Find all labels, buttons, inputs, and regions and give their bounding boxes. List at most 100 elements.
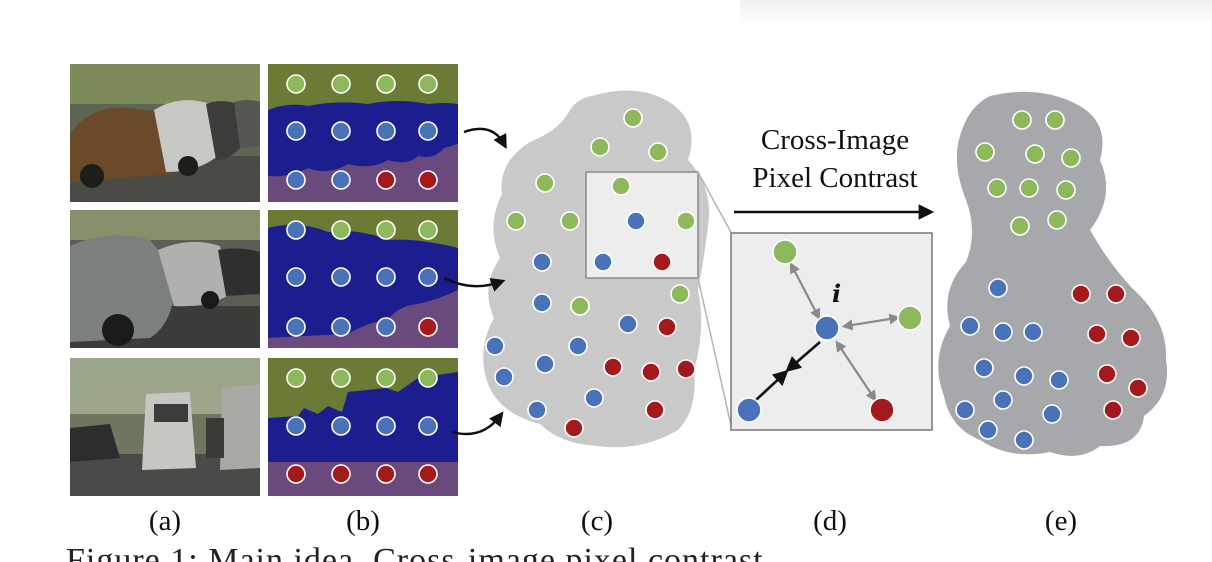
clustered-embedding-dot — [1128, 378, 1148, 398]
seg-pixel-dot — [418, 170, 438, 190]
panel-label-b: (b) — [346, 505, 380, 537]
pull-arrow-red — [835, 340, 877, 402]
clustered-embedding-dot — [1025, 144, 1045, 164]
seg-pixel-dot — [418, 267, 438, 287]
clustered-embedding-dot — [1121, 328, 1141, 348]
clustered-embedding-dot — [978, 420, 998, 440]
seg-pixel-dot — [286, 74, 306, 94]
seg-pixel-dot — [286, 170, 306, 190]
embedding-dot — [670, 284, 690, 304]
street-photo-3 — [70, 358, 260, 496]
embedding-dot — [532, 293, 552, 313]
push-arrow-blue-out — [755, 369, 789, 401]
clustered-embedding-dot — [1045, 110, 1065, 130]
negative-red-dot — [869, 397, 895, 423]
panel-label-e: (e) — [1044, 505, 1078, 537]
embedding-dot — [506, 211, 526, 231]
panel-label-a: (a) — [148, 505, 182, 537]
embedding-dot — [657, 317, 677, 337]
seg-pixel-dot — [286, 121, 306, 141]
clustered-embedding-dot — [1023, 322, 1043, 342]
embedding-dot — [527, 400, 547, 420]
clustered-embedding-dot — [1106, 284, 1126, 304]
seg-pixel-dot — [286, 368, 306, 388]
seg-pixel-dot — [376, 368, 396, 388]
top-shadow-bar — [740, 0, 1212, 24]
seg-pixel-dot — [331, 220, 351, 240]
clustered-embedding-dot — [955, 400, 975, 420]
curved-arrow-top — [463, 127, 507, 150]
seg-pixel-dot — [418, 416, 438, 436]
embedding-dot — [593, 252, 613, 272]
embedding-dot — [570, 296, 590, 316]
seg-pixel-dot — [286, 220, 306, 240]
street-photo-2 — [70, 210, 260, 348]
embedding-dot — [652, 252, 672, 272]
clustered-embedding-dot — [987, 178, 1007, 198]
clustered-embedding-dot — [1049, 370, 1069, 390]
seg-pixel-dot — [376, 121, 396, 141]
embedding-space-blob-e — [938, 91, 1168, 456]
clustered-embedding-dot — [975, 142, 995, 162]
anchor-pixel-dot — [814, 315, 840, 341]
clustered-embedding-dot — [1056, 180, 1076, 200]
clustered-embedding-dot — [1042, 404, 1062, 424]
panel-label-c: (c) — [580, 505, 614, 537]
seg-pixel-dot — [376, 416, 396, 436]
embedding-dot — [645, 400, 665, 420]
seg-pixel-dot — [331, 170, 351, 190]
embedding-dot — [676, 359, 696, 379]
seg-pixel-dot — [376, 267, 396, 287]
embedding-dot — [535, 173, 555, 193]
embedding-dot — [626, 211, 646, 231]
seg-pixel-dot — [376, 464, 396, 484]
clustered-embedding-dot — [1014, 366, 1034, 386]
seg-pixel-dot — [418, 121, 438, 141]
embedding-dot — [584, 388, 604, 408]
cross-image-title-line2: Pixel Contrast — [752, 162, 918, 194]
clustered-embedding-dot — [1019, 178, 1039, 198]
figure-caption-cropped: Figure 1: Main idea. Cross-image pixel c… — [66, 538, 1206, 562]
seg-pixel-dot — [418, 74, 438, 94]
street-photo-1 — [70, 64, 260, 202]
seg-pixel-dot — [376, 170, 396, 190]
clustered-embedding-dot — [993, 390, 1013, 410]
embedding-dot — [560, 211, 580, 231]
embedding-dot — [535, 354, 555, 374]
figure-caption-text: Figure 1: Main idea. Cross-image pixel c… — [66, 542, 764, 562]
seg-pixel-dot — [331, 317, 351, 337]
seg-pixel-dot — [418, 220, 438, 240]
zoom-connector-top — [697, 171, 733, 235]
embedding-dot — [611, 176, 631, 196]
seg-pixel-dot — [418, 317, 438, 337]
seg-pixel-dot — [376, 317, 396, 337]
seg-pixel-dot — [286, 267, 306, 287]
clustered-embedding-dot — [1012, 110, 1032, 130]
clustered-embedding-dot — [1014, 430, 1034, 450]
pull-arrow-green-right — [841, 313, 901, 331]
clustered-embedding-dot — [1087, 324, 1107, 344]
seg-pixel-dot — [376, 74, 396, 94]
clustered-embedding-dot — [960, 316, 980, 336]
embedding-dot — [676, 211, 696, 231]
seg-pixel-dot — [331, 464, 351, 484]
push-arrow-blue-in — [785, 341, 821, 373]
negative-green-dot — [897, 305, 923, 331]
seg-pixel-dot — [286, 317, 306, 337]
seg-pixel-dot — [331, 267, 351, 287]
clustered-embedding-dot — [1097, 364, 1117, 384]
clustered-embedding-dot — [974, 358, 994, 378]
seg-pixel-dot — [331, 74, 351, 94]
clustered-embedding-dot — [1061, 148, 1081, 168]
clustered-embedding-dot — [988, 278, 1008, 298]
seg-pixel-dot — [286, 464, 306, 484]
pull-arrow-green-top — [789, 262, 821, 320]
anchor-label-i: i — [832, 279, 841, 308]
seg-pixel-dot — [376, 220, 396, 240]
clustered-embedding-dot — [1047, 210, 1067, 230]
seg-pixel-dot — [331, 368, 351, 388]
curved-arrow-bottom — [451, 411, 504, 436]
positive-blue-dot — [736, 397, 762, 423]
embedding-dot — [618, 314, 638, 334]
